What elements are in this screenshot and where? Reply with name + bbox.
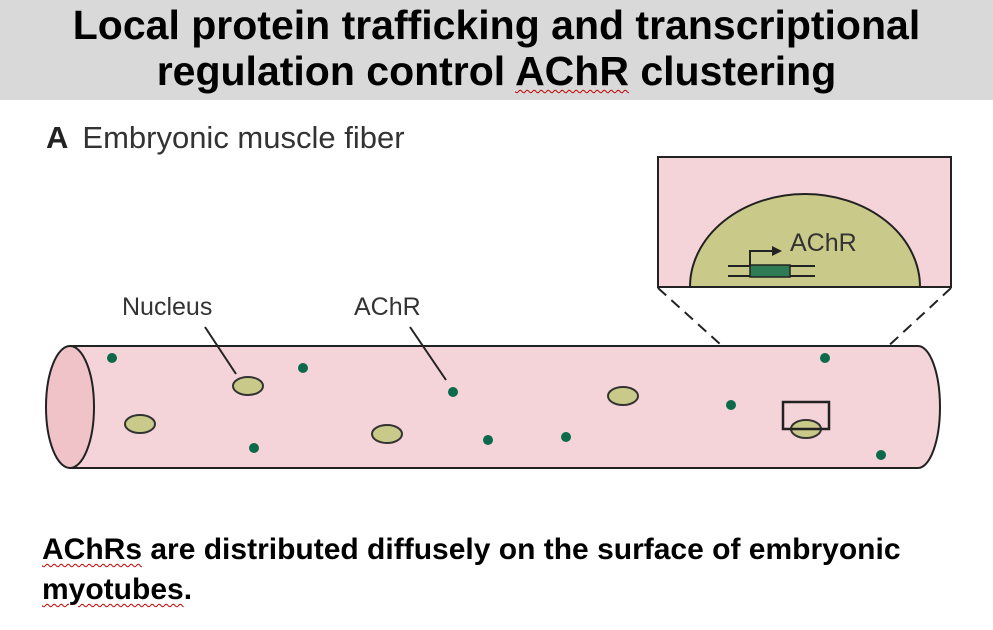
achr-dot bbox=[298, 363, 308, 373]
inset-nucleus bbox=[688, 193, 922, 288]
caption-period: . bbox=[183, 573, 193, 606]
title-line-1: Local protein trafficking and transcript… bbox=[72, 2, 921, 48]
title-achr-term: AChR bbox=[515, 48, 629, 94]
achr-dot bbox=[820, 353, 830, 363]
achr-dot bbox=[876, 450, 886, 460]
promoter-arrow bbox=[749, 250, 772, 265]
nucleus-label: Nucleus bbox=[122, 293, 212, 321]
zoom-line-left bbox=[657, 287, 784, 402]
nucleus bbox=[124, 414, 156, 434]
nucleus bbox=[607, 386, 639, 406]
caption-term-myotubes: myotubes bbox=[42, 573, 184, 606]
nucleus-leader-line bbox=[204, 326, 237, 375]
panel-letter: A bbox=[46, 120, 69, 155]
title-bar: Local protein trafficking and transcript… bbox=[0, 0, 993, 100]
achr-dot bbox=[448, 387, 458, 397]
achr-dot bbox=[726, 400, 736, 410]
caption-term-achrs: AChRs bbox=[42, 533, 143, 566]
panel-title: Embryonic muscle fiber bbox=[82, 120, 405, 155]
achr-dot bbox=[249, 443, 259, 453]
inset-achr-label: AChR bbox=[790, 229, 857, 257]
title-line-2: regulation control AChR clustering bbox=[0, 48, 993, 94]
title-line-2-start: regulation control bbox=[156, 48, 516, 94]
achr-gene-box bbox=[749, 264, 791, 278]
achr-leader-line bbox=[409, 326, 447, 381]
caption: AChRs are distributed diffusely on the s… bbox=[42, 530, 922, 610]
promoter-arrow-head bbox=[772, 246, 782, 256]
zoom-line-right bbox=[828, 287, 952, 402]
nucleus bbox=[371, 424, 403, 444]
achr-label: AChR bbox=[354, 293, 421, 321]
zoom-source-box bbox=[781, 400, 831, 431]
title-line-2-end: clustering bbox=[628, 48, 837, 94]
panel-label: A Embryonic muscle fiber bbox=[46, 120, 405, 156]
achr-dot bbox=[561, 432, 571, 442]
achr-dot bbox=[107, 353, 117, 363]
achr-dot bbox=[483, 435, 493, 445]
muscle-fiber-end bbox=[45, 345, 95, 469]
muscle-fiber-body bbox=[69, 345, 941, 469]
caption-text: are distributed diffusely on the surface… bbox=[142, 533, 901, 566]
nucleus bbox=[232, 376, 264, 396]
